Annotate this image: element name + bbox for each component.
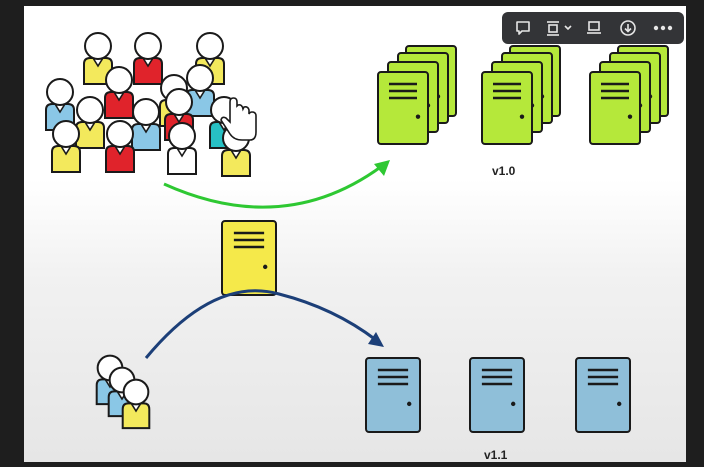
small-user-group [95,354,151,430]
layout-button[interactable] [544,14,574,42]
server-icon [469,357,525,433]
present-button[interactable] [580,14,608,42]
deployment-diagram [45,32,669,433]
slide-canvas: v1.0 v1.1 [24,6,686,462]
comment-button[interactable] [509,14,537,42]
download-button[interactable] [614,14,642,42]
person-icon [167,122,197,175]
person-icon [133,32,163,85]
comment-icon [516,21,530,35]
server-icon [481,71,533,145]
person-icon [83,32,113,85]
load-balancer-server [221,220,277,296]
v1-0-label: v1.0 [492,164,516,178]
v1-1-server-cluster [365,357,631,433]
v1-1-label: v1.1 [484,448,508,462]
overlay-toolbar [502,12,684,44]
present-icon [586,21,601,34]
person-icon [121,378,151,430]
blue-traffic-arrow [144,289,384,359]
green-traffic-arrow [163,160,390,209]
server-icon [575,357,631,433]
person-icon [104,66,134,119]
person-icon [105,120,135,173]
v1-0-server-cluster [377,45,669,145]
more-button[interactable] [649,14,677,42]
hand-cursor-icon [220,97,257,141]
person-icon [185,64,215,117]
server-icon [221,220,277,296]
person-icon [75,96,105,149]
download-icon [620,20,637,36]
more-icon [653,25,672,31]
layout-icon [546,21,572,36]
server-icon [365,357,421,433]
person-icon [131,98,161,151]
person-icon [51,120,81,173]
chevron-down-icon [564,25,572,31]
large-user-crowd [45,32,251,177]
server-icon [377,71,429,145]
server-icon [589,71,641,145]
